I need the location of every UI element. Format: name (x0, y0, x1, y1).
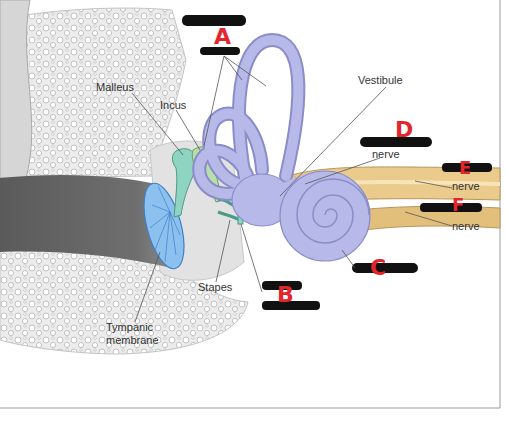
redaction-bars (182, 15, 492, 310)
part-label: Stapes (198, 281, 232, 294)
leader-line (241, 224, 262, 292)
canal-fill (239, 40, 298, 178)
part-label: Tympanic membrane (106, 321, 176, 346)
redacted-letter: D (395, 119, 413, 141)
leader-line (224, 56, 266, 86)
part-label: Incus (160, 99, 186, 112)
leader-line (176, 110, 200, 150)
redacted-letter: A (214, 26, 231, 48)
redaction-bar (420, 203, 482, 212)
part-label: nerve (372, 148, 400, 161)
semicircular-canals (199, 40, 298, 194)
leader-line (216, 220, 230, 282)
canal-outline (239, 40, 298, 178)
frame-line (0, 408, 500, 409)
redacted-letter: F (452, 196, 464, 214)
part-label: nerve (452, 220, 480, 233)
leader-line (204, 56, 224, 146)
cochlea (280, 171, 370, 261)
redacted-letter: B (277, 284, 294, 306)
leader-lines (132, 56, 452, 322)
redacted-letter: E (459, 159, 471, 177)
leader-line (224, 56, 242, 80)
leader-line (280, 87, 386, 196)
redacted-letter: C (370, 257, 386, 279)
part-label: Malleus (96, 81, 134, 94)
cochlea-spiral (297, 179, 369, 243)
leader-line (342, 250, 355, 268)
part-label: nerve (452, 180, 480, 193)
frame-line (500, 0, 501, 408)
redaction-bar (182, 15, 246, 26)
leader-line (135, 252, 160, 322)
part-label: Vestibule (358, 74, 403, 87)
leader-line (415, 181, 452, 188)
outer-ear (0, 0, 32, 178)
redaction-bar (200, 47, 240, 55)
leader-line (405, 212, 452, 226)
leader-line (305, 158, 380, 184)
